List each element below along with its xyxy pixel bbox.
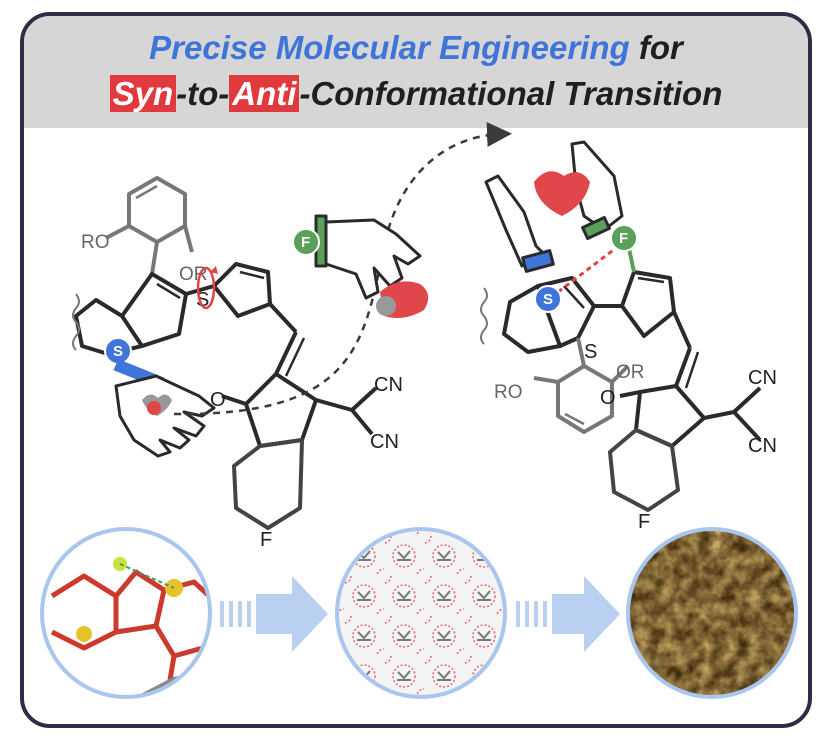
label-f-atom-middle: F	[301, 234, 310, 251]
process-arrow-2	[516, 576, 620, 652]
title-emphasis: Precise Molecular Engineering	[149, 29, 630, 66]
process-arrow-1	[220, 576, 328, 652]
title-line1-rest: for	[629, 29, 683, 66]
label-cn-right-2: CN	[748, 435, 777, 457]
label-f-right: F	[638, 511, 650, 533]
label-f-atom-right: F	[619, 230, 628, 247]
afm-morphology-panel	[626, 527, 798, 699]
scheme-diagram: RO OR S CN CN O F S F	[40, 122, 798, 699]
title-banner: Precise Molecular Engineering for Syn-to…	[24, 16, 808, 128]
title-syn: Syn	[109, 75, 177, 112]
circular-arrow-icon	[196, 266, 218, 310]
label-f-left: F	[260, 529, 272, 551]
title-rest: -Conformational Transition	[299, 75, 723, 112]
heart-icon	[534, 171, 590, 216]
label-cn-right-1: CN	[748, 367, 777, 389]
label-o-left: O	[210, 389, 226, 411]
label-ro-left: RO	[81, 232, 110, 253]
syn-molecule	[72, 176, 378, 530]
fluorine-atom-middle	[292, 228, 320, 256]
s-f-interaction	[557, 246, 617, 294]
crystal-structure-panel	[40, 527, 212, 699]
label-cn-left-1: CN	[374, 374, 403, 396]
title-line-1: Precise Molecular Engineering for	[24, 28, 808, 68]
label-o-right: O	[600, 387, 616, 409]
title-line-2: Syn-to-Anti-Conformational Transition	[24, 74, 808, 114]
heart-icon	[142, 394, 172, 416]
title-to: -to-	[176, 75, 230, 112]
label-s-atom-right: S	[543, 291, 553, 308]
heart-icon	[376, 281, 429, 318]
label-ro-right: RO	[494, 382, 523, 403]
sulfur-atom-right	[534, 285, 562, 313]
fluorine-atom-right	[610, 224, 638, 252]
label-or-right: OR	[616, 362, 645, 383]
hand-icon	[114, 374, 216, 458]
label-cn-left-2: CN	[370, 431, 399, 453]
label-s-atom-left: S	[113, 343, 123, 360]
title-anti: Anti	[229, 75, 300, 112]
molecular-packing-panel	[335, 527, 507, 699]
label-or-left: OR	[179, 264, 208, 285]
figure-frame: Precise Molecular Engineering for Syn-to…	[20, 12, 812, 728]
label-s-thiophene-right: S	[584, 341, 597, 363]
